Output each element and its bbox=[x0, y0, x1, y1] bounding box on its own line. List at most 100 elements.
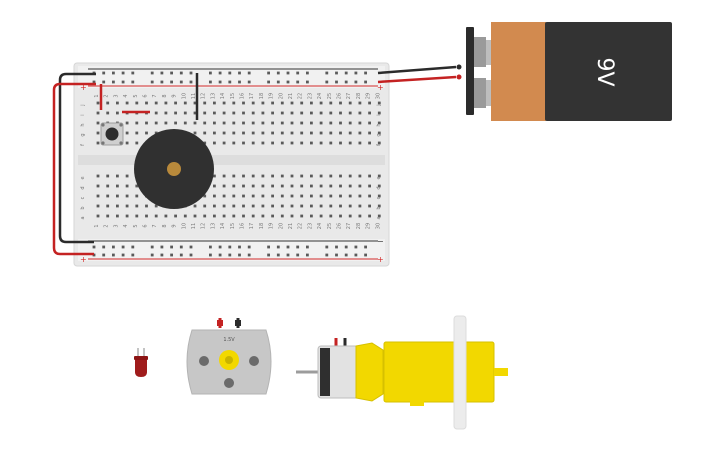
breadboard-hole[interactable] bbox=[92, 245, 96, 249]
breadboard-hole[interactable] bbox=[121, 71, 125, 75]
breadboard-hole[interactable] bbox=[364, 80, 367, 84]
breadboard-hole[interactable] bbox=[358, 214, 362, 218]
breadboard-hole[interactable] bbox=[179, 71, 183, 75]
breadboard-hole[interactable] bbox=[102, 253, 106, 257]
breadboard-hole[interactable] bbox=[280, 101, 284, 105]
breadboard-hole[interactable] bbox=[131, 245, 135, 249]
led-red[interactable] bbox=[134, 348, 148, 377]
breadboard-hole[interactable] bbox=[348, 214, 352, 218]
breadboard-hole[interactable] bbox=[232, 101, 236, 105]
breadboard-hole[interactable] bbox=[164, 101, 168, 105]
breadboard-hole[interactable] bbox=[164, 121, 168, 125]
breadboard-hole[interactable] bbox=[348, 101, 352, 105]
breadboard-hole[interactable] bbox=[96, 131, 100, 135]
breadboard-hole[interactable] bbox=[242, 194, 245, 198]
breadboard-hole[interactable] bbox=[310, 111, 313, 115]
breadboard-hole[interactable] bbox=[271, 174, 274, 178]
breadboard-hole[interactable] bbox=[96, 121, 100, 125]
breadboard-hole[interactable] bbox=[218, 71, 222, 75]
breadboard-hole[interactable] bbox=[319, 174, 323, 178]
breadboard-hole[interactable] bbox=[102, 245, 106, 249]
breadboard-hole[interactable] bbox=[131, 253, 135, 257]
breadboard-hole[interactable] bbox=[300, 101, 304, 105]
breadboard-hole[interactable] bbox=[189, 80, 193, 84]
breadboard-hole[interactable] bbox=[358, 121, 362, 125]
breadboard-hole[interactable] bbox=[358, 204, 362, 208]
breadboard-hole[interactable] bbox=[213, 101, 216, 105]
breadboard-hole[interactable] bbox=[213, 194, 216, 198]
breadboard-hole[interactable] bbox=[344, 253, 348, 257]
breadboard-hole[interactable] bbox=[222, 184, 226, 188]
breadboard-hole[interactable] bbox=[339, 111, 342, 115]
breadboard-hole[interactable] bbox=[96, 101, 100, 105]
breadboard-hole[interactable] bbox=[280, 121, 284, 125]
breadboard-hole[interactable] bbox=[160, 245, 164, 249]
breadboard-hole[interactable] bbox=[125, 131, 129, 135]
breadboard-hole[interactable] bbox=[112, 253, 115, 257]
breadboard-hole[interactable] bbox=[251, 141, 255, 145]
breadboard-hole[interactable] bbox=[251, 214, 255, 218]
breadboard-hole[interactable] bbox=[135, 214, 139, 218]
breadboard-hole[interactable] bbox=[213, 184, 216, 188]
breadboard-hole[interactable] bbox=[174, 121, 177, 125]
breadboard-hole[interactable] bbox=[112, 245, 115, 249]
breadboard-hole[interactable] bbox=[121, 253, 125, 257]
breadboard-hole[interactable] bbox=[222, 174, 226, 178]
breadboard-hole[interactable] bbox=[271, 101, 274, 105]
breadboard-hole[interactable] bbox=[310, 101, 313, 105]
breadboard-hole[interactable] bbox=[232, 194, 236, 198]
breadboard-hole[interactable] bbox=[150, 253, 154, 257]
breadboard-hole[interactable] bbox=[344, 80, 348, 84]
breadboard-hole[interactable] bbox=[310, 121, 313, 125]
breadboard-hole[interactable] bbox=[209, 71, 212, 75]
breadboard-hole[interactable] bbox=[364, 253, 367, 257]
breadboard-hole[interactable] bbox=[170, 71, 173, 75]
breadboard-hole[interactable] bbox=[242, 101, 245, 105]
breadboard-hole[interactable] bbox=[296, 71, 300, 75]
breadboard-hole[interactable] bbox=[310, 174, 313, 178]
breadboard-hole[interactable] bbox=[348, 204, 352, 208]
breadboard-hole[interactable] bbox=[251, 121, 255, 125]
breadboard-hole[interactable] bbox=[306, 71, 309, 75]
breadboard-hole[interactable] bbox=[280, 184, 284, 188]
breadboard-hole[interactable] bbox=[261, 121, 265, 125]
breadboard-hole[interactable] bbox=[121, 245, 125, 249]
breadboard-hole[interactable] bbox=[271, 204, 274, 208]
breadboard-hole[interactable] bbox=[271, 141, 274, 145]
breadboard-hole[interactable] bbox=[135, 194, 139, 198]
breadboard-hole[interactable] bbox=[339, 141, 342, 145]
breadboard-hole[interactable] bbox=[306, 80, 309, 84]
breadboard-hole[interactable] bbox=[280, 131, 284, 135]
breadboard-hole[interactable] bbox=[106, 174, 110, 178]
breadboard-hole[interactable] bbox=[228, 245, 232, 249]
breadboard-hole[interactable] bbox=[319, 101, 323, 105]
breadboard-hole[interactable] bbox=[209, 253, 212, 257]
breadboard-hole[interactable] bbox=[247, 80, 251, 84]
breadboard-hole[interactable] bbox=[116, 184, 119, 188]
breadboard-hole[interactable] bbox=[348, 131, 352, 135]
breadboard-hole[interactable] bbox=[121, 80, 125, 84]
breadboard-hole[interactable] bbox=[154, 131, 158, 135]
breadboard-hole[interactable] bbox=[329, 141, 333, 145]
breadboard-hole[interactable] bbox=[348, 184, 352, 188]
breadboard-hole[interactable] bbox=[368, 101, 371, 105]
breadboard-hole[interactable] bbox=[319, 141, 323, 145]
breadboard-hole[interactable] bbox=[267, 80, 270, 84]
breadboard-hole[interactable] bbox=[290, 214, 294, 218]
breadboard-hole[interactable] bbox=[335, 253, 338, 257]
breadboard-hole[interactable] bbox=[218, 245, 222, 249]
breadboard-hole[interactable] bbox=[280, 141, 284, 145]
breadboard-hole[interactable] bbox=[164, 214, 168, 218]
breadboard-hole[interactable] bbox=[310, 194, 313, 198]
breadboard-hole[interactable] bbox=[261, 111, 265, 115]
breadboard-hole[interactable] bbox=[232, 184, 236, 188]
breadboard-hole[interactable] bbox=[232, 174, 236, 178]
breadboard-hole[interactable] bbox=[96, 194, 100, 198]
breadboard-hole[interactable] bbox=[232, 111, 236, 115]
breadboard-hole[interactable] bbox=[150, 71, 154, 75]
breadboard-hole[interactable] bbox=[131, 71, 135, 75]
breadboard-hole[interactable] bbox=[300, 214, 304, 218]
breadboard-hole[interactable] bbox=[261, 174, 265, 178]
breadboard-hole[interactable] bbox=[242, 204, 245, 208]
breadboard-hole[interactable] bbox=[135, 184, 139, 188]
